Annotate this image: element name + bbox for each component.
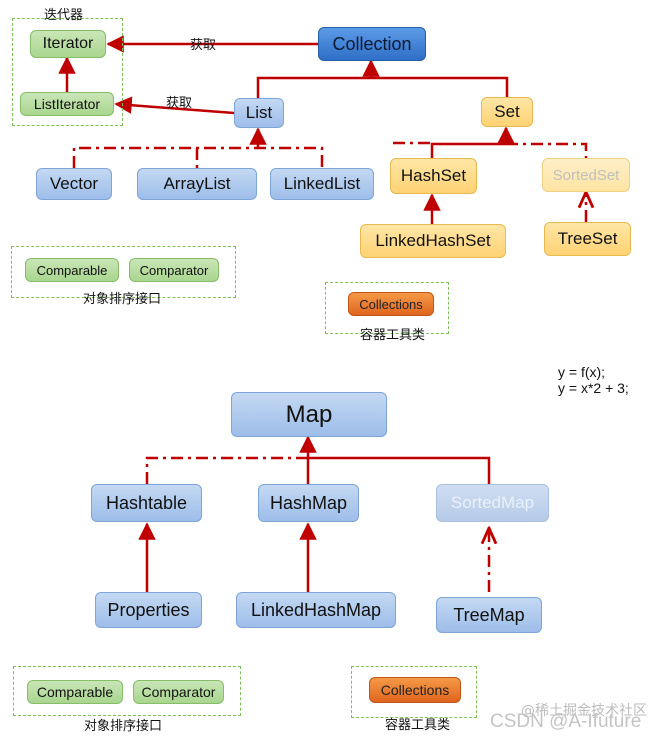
sort-interfaces-caption-top: 对象排序接口 [83,292,162,307]
treemap-box[interactable]: TreeMap [436,597,542,633]
set-box[interactable]: Set [481,97,533,127]
comparable-box-bottom[interactable]: Comparable [27,680,123,704]
sort-interfaces-caption-bottom: 对象排序接口 [84,719,163,734]
linkedlist-box[interactable]: LinkedList [270,168,374,200]
hashset-box[interactable]: HashSet [390,158,477,194]
listiterator-box[interactable]: ListIterator [20,92,114,116]
sortedmap-box[interactable]: SortedMap [436,484,549,522]
treeset-box[interactable]: TreeSet [544,222,631,256]
watermark-line-2: CSDN @A-Ifuture [490,711,642,732]
watermark-line-1: @稀土掘金技术社区 [521,703,647,719]
obtain-label-iterator: 获取 [190,38,217,53]
hashmap-box[interactable]: HashMap [258,484,359,522]
arraylist-box[interactable]: ArrayList [137,168,257,200]
iterator-box[interactable]: Iterator [30,30,106,58]
collections-box-top[interactable]: Collections [348,292,434,316]
obtain-label-listiterator: 获取 [166,96,193,111]
vector-box[interactable]: Vector [36,168,112,200]
comparable-box-top[interactable]: Comparable [25,258,119,282]
utility-group-top [325,282,449,334]
linkedhashmap-box[interactable]: LinkedHashMap [236,592,396,628]
collections-box-bottom[interactable]: Collections [369,677,461,703]
map-box[interactable]: Map [231,392,387,437]
hashmap-sortedmap-to-map [306,456,491,484]
iterator-group-title: 迭代器 [44,8,84,23]
list-set-to-collection [256,76,509,98]
comparator-box-top[interactable]: Comparator [129,258,219,282]
iterator-group [12,18,123,126]
utility-caption-bottom: 容器工具类 [385,718,451,733]
sort-interfaces-group-top [11,246,236,298]
formula-line-1: y = f(x); [558,364,606,380]
obtain-listiterator-arrow [114,96,235,115]
utility-caption-top: 容器工具类 [360,328,426,343]
formula-line-2: y = x*2 + 3; [558,380,629,396]
list-box[interactable]: List [234,98,284,128]
utility-group-bottom [351,666,477,718]
hashtable-to-map [145,456,308,484]
linkedhashset-box[interactable]: LinkedHashSet [360,224,506,258]
comparator-box-bottom[interactable]: Comparator [133,680,224,704]
properties-box[interactable]: Properties [95,592,202,628]
hashtable-box[interactable]: Hashtable [91,484,202,522]
sortedset-box[interactable]: SortedSet [542,158,630,192]
sort-interfaces-group-bottom [13,666,241,716]
collection-box[interactable]: Collection [318,27,426,61]
